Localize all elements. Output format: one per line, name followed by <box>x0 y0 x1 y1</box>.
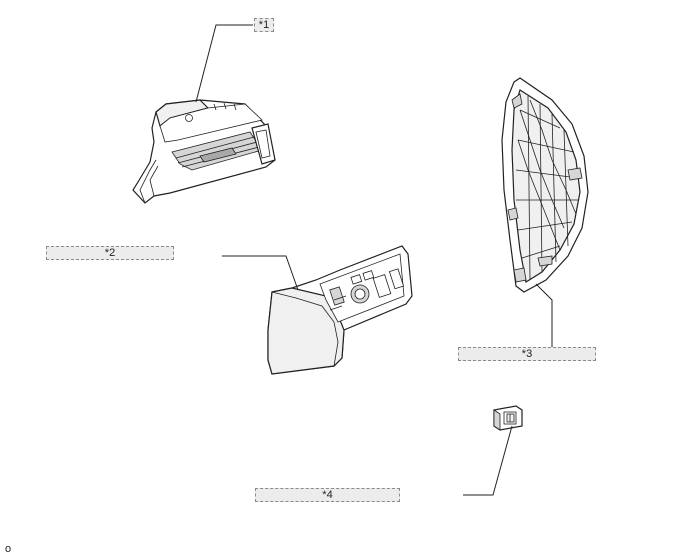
callout-1: *1 <box>254 18 274 32</box>
callout-4: *4 <box>255 488 400 502</box>
leader-line-3 <box>535 283 553 348</box>
leader-line-1 <box>195 24 253 103</box>
leader-line-2 <box>222 255 299 291</box>
page-mark: o <box>5 543 12 555</box>
side-panel-icon <box>501 77 589 293</box>
instrument-panel-register-assembly-icon <box>132 99 276 204</box>
callout-2-label: *2 <box>104 247 116 259</box>
callout-2: *2 <box>46 246 174 260</box>
callout-3-label: *3 <box>521 348 533 360</box>
callout-3: *3 <box>458 347 596 361</box>
switch-assembly-icon <box>493 405 523 431</box>
callout-4-label: *4 <box>322 489 333 501</box>
lower-finish-panel-assembly-icon <box>267 245 413 375</box>
leader-line-4 <box>463 425 513 496</box>
callout-1-label: *1 <box>258 19 270 31</box>
